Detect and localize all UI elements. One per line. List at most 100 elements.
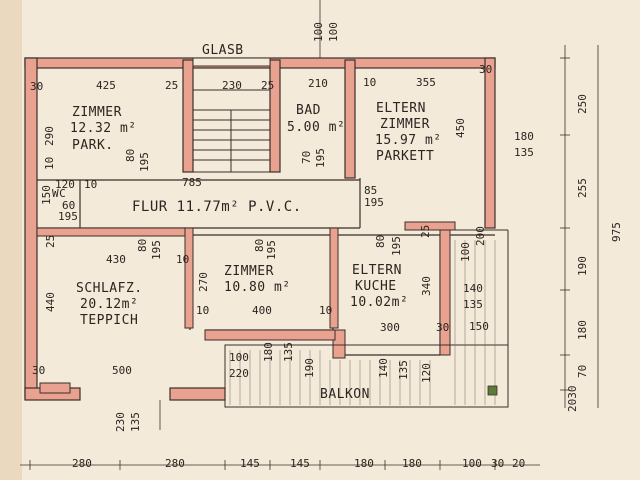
dim-230: 230: [222, 79, 242, 92]
dim-140: 140: [463, 282, 483, 295]
zimmer-park-floor: PARK.: [72, 138, 114, 153]
dim-195c: 195: [364, 196, 384, 209]
dim-195f: 195: [265, 240, 278, 260]
dim-150: 150: [40, 185, 53, 205]
dim-100: 100: [459, 242, 472, 262]
dim-270: 270: [197, 272, 210, 292]
dim-150b: 150: [469, 320, 489, 333]
dim-195d: 195: [58, 210, 78, 223]
dim-60: 60: [62, 199, 76, 212]
dim-r-180: 180: [514, 130, 534, 143]
dim-430: 430: [106, 253, 126, 266]
dim-140b: 140: [377, 358, 390, 378]
dim-10e: 10: [319, 304, 333, 317]
dimension-ticks: [29, 57, 570, 470]
dim-190: 190: [303, 358, 316, 378]
dim-135c: 135: [397, 360, 410, 380]
bad-name: BAD: [296, 103, 321, 118]
dim-85: 85: [364, 184, 378, 197]
dim-l-230: 230: [114, 412, 127, 432]
dim-200: 200: [474, 226, 487, 246]
paper-fold-left: [0, 0, 22, 480]
balcony: [224, 229, 509, 408]
dim-b-30: 30: [491, 457, 505, 470]
staircase: [192, 89, 271, 173]
eltern-zimmer-name-2: ZIMMER: [380, 117, 430, 132]
dim-120: 120: [55, 178, 75, 191]
dim-290: 290: [43, 126, 56, 146]
kuche-name-2: KUCHE: [355, 279, 397, 294]
zimmer2-area: 10.80 m²: [224, 280, 291, 295]
dim-785: 785: [182, 176, 202, 189]
dim-r-975: 975: [610, 222, 623, 242]
zimmer-park-area: 12.32 m²: [70, 121, 137, 136]
dim-450: 450: [454, 118, 467, 138]
dim-10: 10: [43, 156, 56, 170]
dim-10c: 10: [176, 253, 190, 266]
dim-10a: 10: [363, 76, 377, 89]
dim-25a: 25: [165, 79, 179, 92]
bad-area: 5.00 m²: [287, 120, 346, 135]
dim-r-180b: 180: [576, 320, 589, 340]
dim-r-135: 135: [514, 146, 534, 159]
dim-195e: 195: [150, 240, 163, 260]
zimmer2-name: ZIMMER: [224, 264, 274, 279]
dim-180: 180: [262, 342, 275, 362]
dim-70a: 70: [300, 150, 313, 164]
dim-b-100: 100: [462, 457, 482, 470]
dim-r-255: 255: [576, 178, 589, 198]
dim-500: 500: [112, 364, 132, 377]
dim-25: 25: [44, 234, 57, 248]
dim-355: 355: [416, 76, 436, 89]
dim-210: 210: [308, 77, 328, 90]
kuche-area: 10.02m²: [350, 295, 409, 310]
dim-195a: 195: [138, 152, 151, 172]
dim-10d: 10: [196, 304, 210, 317]
dim-195b: 195: [314, 148, 327, 168]
glasb-label: GLASB: [202, 43, 244, 58]
dim-r-190: 190: [576, 256, 589, 276]
dim-135b: 135: [282, 342, 295, 362]
dim-340: 340: [420, 276, 433, 296]
dim-r-2030: 2030: [566, 385, 579, 413]
dim-440: 440: [44, 292, 57, 312]
dim-b-280b: 280: [165, 457, 185, 470]
zimmer-park-name: ZIMMER: [72, 105, 122, 120]
eltern-zimmer-floor: PARKETT: [376, 149, 435, 164]
dim-120b: 120: [420, 363, 433, 383]
dim-b-280a: 280: [72, 457, 92, 470]
dim-r-70: 70: [576, 364, 589, 378]
schlafz-area: 20.12m²: [80, 297, 139, 312]
dim-100b: 100: [327, 22, 340, 42]
dim-30a: 30: [30, 80, 44, 93]
flur-label: FLUR 11.77m² P.V.C.: [132, 199, 302, 215]
dim-195g: 195: [390, 236, 403, 256]
dimension-lines: [20, 0, 599, 466]
dim-b-145b: 145: [290, 457, 310, 470]
stair-window: [192, 57, 271, 67]
dim-r-250: 250: [576, 94, 589, 114]
dim-30b: 30: [32, 364, 46, 377]
dim-220: 220: [229, 367, 249, 380]
dim-135: 135: [463, 298, 483, 311]
wc-label: WC: [52, 187, 67, 200]
dim-80d: 80: [374, 234, 387, 248]
dim-80b: 80: [136, 238, 149, 252]
eltern-zimmer-name-1: ELTERN: [376, 101, 426, 116]
dim-30b: 30: [479, 63, 493, 76]
dim-25b: 25: [261, 79, 275, 92]
balcony-hatching: [229, 240, 496, 405]
kuche-name-1: ELTERN: [352, 263, 402, 278]
dim-10b: 10: [84, 178, 98, 191]
dim-b-180a: 180: [354, 457, 374, 470]
dim-100b: 100: [229, 351, 249, 364]
dim-425: 425: [96, 79, 116, 92]
dim-80a: 80: [124, 148, 137, 162]
eltern-zimmer-area: 15.97 m²: [375, 133, 442, 148]
dim-b-145a: 145: [240, 457, 260, 470]
corner-marker: [487, 385, 498, 396]
dim-l-135: 135: [129, 412, 142, 432]
dim-25b: 25: [419, 224, 432, 238]
schlafz-name: SCHLAFZ.: [76, 281, 143, 296]
